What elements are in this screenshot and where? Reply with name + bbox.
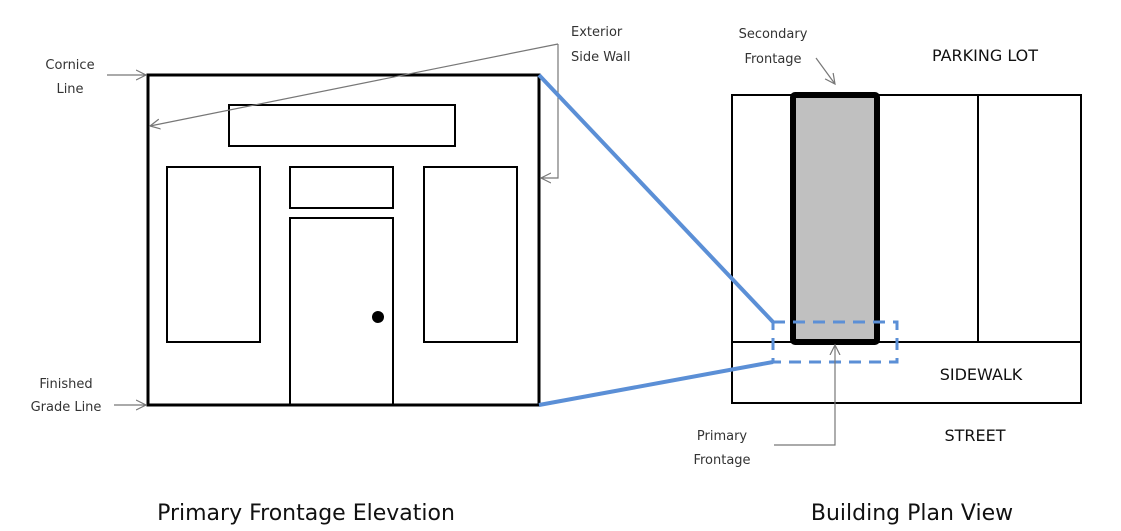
finished-grade-label-1: Finished xyxy=(39,377,92,392)
door-knob xyxy=(372,311,384,323)
street-label: STREET xyxy=(944,426,1005,445)
cornice-line-label-1: Cornice xyxy=(45,58,94,73)
cornice-line-callout: Cornice Line xyxy=(45,58,146,97)
exterior-side-wall-label-1: Exterior xyxy=(571,25,623,40)
primary-frontage-arrow-icon xyxy=(774,345,835,446)
parking-lot-label: PARKING LOT xyxy=(932,46,1038,65)
transom-window xyxy=(289,166,394,209)
facade-outline xyxy=(146,73,541,407)
block-outline xyxy=(731,94,1082,404)
door xyxy=(289,217,394,406)
elevation-drawing xyxy=(146,73,541,407)
sidewalk-label: SIDEWALK xyxy=(940,365,1023,384)
projection-line-top xyxy=(537,73,775,324)
right-window xyxy=(423,166,518,343)
side-wall-leader-left xyxy=(150,43,559,126)
exterior-side-wall-callout: Exterior Side Wall xyxy=(150,25,630,178)
projection-lines xyxy=(537,73,775,407)
side-wall-leader-right xyxy=(541,44,559,178)
primary-frontage-label-2: Frontage xyxy=(693,453,750,468)
secondary-frontage-callout: Secondary Frontage xyxy=(739,27,835,84)
cornice-line-label-2: Line xyxy=(56,82,83,97)
secondary-frontage-label-1: Secondary xyxy=(739,27,808,42)
sign-band xyxy=(228,104,456,147)
left-window xyxy=(166,166,261,343)
primary-frontage-callout: Primary Frontage xyxy=(693,345,835,468)
exterior-side-wall-label-2: Side Wall xyxy=(571,50,630,65)
secondary-frontage-label-2: Frontage xyxy=(744,52,801,67)
plan-caption: Building Plan View xyxy=(811,501,1013,526)
elevation-caption: Primary Frontage Elevation xyxy=(157,501,455,526)
finished-grade-label-2: Grade Line xyxy=(31,400,102,415)
plan-drawing xyxy=(731,92,1082,404)
secondary-frontage-arrow-icon xyxy=(815,57,835,84)
finished-grade-callout: Finished Grade Line xyxy=(31,377,146,415)
projection-line-bottom xyxy=(538,360,774,407)
primary-frontage-label-1: Primary xyxy=(697,429,748,444)
subject-building xyxy=(790,92,880,345)
